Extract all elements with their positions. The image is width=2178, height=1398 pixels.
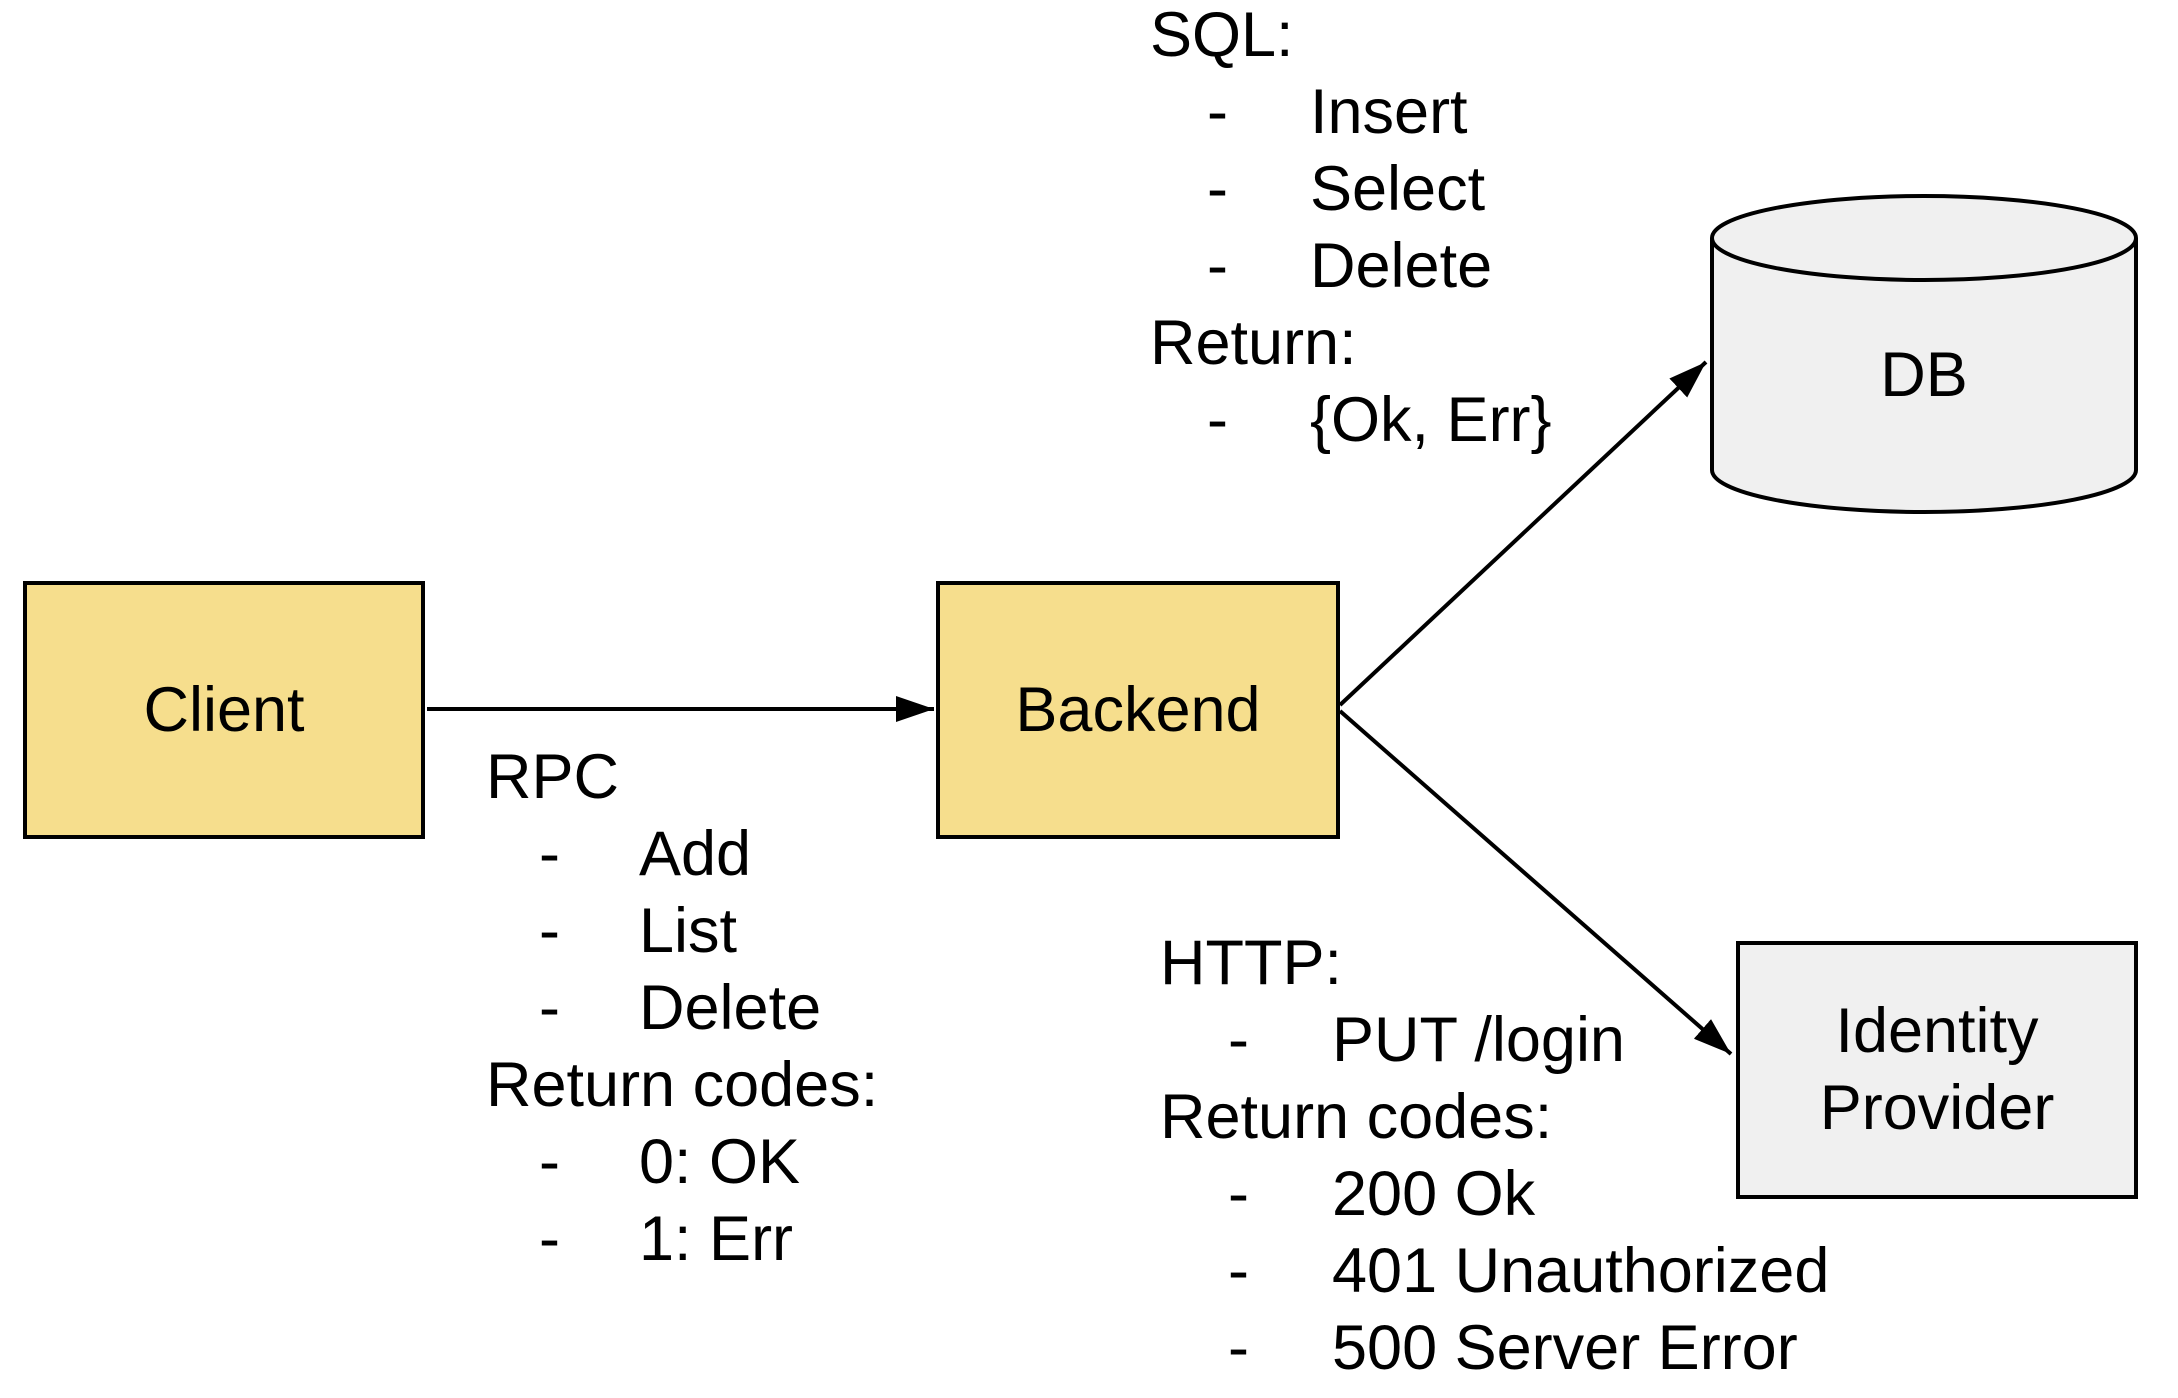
backend-node: Backend [936, 581, 1340, 839]
bullet-dash: - [539, 1204, 560, 1274]
bullet-dash: - [539, 819, 560, 889]
sql-item: -Delete [1150, 228, 1552, 305]
rpc-annotation: RPC -Add -List -Delete Return codes: -0:… [486, 739, 878, 1278]
rpc-item: -List [486, 893, 878, 970]
bullet-dash: - [1228, 1313, 1249, 1383]
client-node: Client [23, 581, 425, 839]
backend-idp-arrow [1338, 709, 1733, 1056]
rpc-return-title: Return codes: [486, 1050, 879, 1120]
bullet-dash: - [1207, 385, 1228, 455]
db-node-label: DB [1880, 340, 1968, 410]
sql-item: -Select [1150, 151, 1552, 228]
backend-node-label: Backend [1015, 674, 1261, 745]
bullet-dash: - [539, 1127, 560, 1197]
bullet-dash: - [1228, 1005, 1249, 1075]
db-cylinder-shape [1710, 194, 2138, 514]
client-node-label: Client [143, 674, 305, 745]
sql-return-item: -{Ok, Err} [1150, 382, 1552, 459]
bullet-dash: - [1228, 1236, 1249, 1306]
rpc-item: -Delete [486, 970, 878, 1047]
identity-provider-node: Identity Provider [1736, 941, 2138, 1199]
http-return-item: -500 Server Error [1160, 1310, 1829, 1387]
sql-title: SQL: [1150, 0, 1294, 70]
http-return-title: Return codes: [1160, 1082, 1553, 1152]
bullet-dash: - [1228, 1159, 1249, 1229]
sql-item: -Insert [1150, 74, 1552, 151]
sql-return-title: Return: [1150, 308, 1357, 378]
bullet-dash: - [539, 973, 560, 1043]
rpc-title: RPC [486, 742, 620, 812]
bullet-dash: - [1207, 77, 1228, 147]
sql-annotation: SQL: -Insert -Select -Delete Return: -{O… [1150, 0, 1552, 459]
rpc-item: -Add [486, 816, 878, 893]
http-item: -PUT /login [1160, 1002, 1829, 1079]
db-cylinder-top [1710, 194, 2138, 282]
bullet-dash: - [1207, 154, 1228, 224]
http-return-item: -200 Ok [1160, 1156, 1829, 1233]
backend-db-arrow [1338, 360, 1708, 707]
http-title: HTTP: [1160, 928, 1342, 998]
rpc-return-item: -1: Err [486, 1201, 878, 1278]
http-annotation: HTTP: -PUT /login Return codes: -200 Ok … [1160, 925, 1829, 1387]
bullet-dash: - [1207, 231, 1228, 301]
http-return-item: -401 Unauthorized [1160, 1233, 1829, 1310]
bullet-dash: - [539, 896, 560, 966]
identity-provider-node-label: Identity Provider [1819, 996, 2055, 1143]
db-cylinder-body [1710, 238, 2138, 514]
rpc-return-item: -0: OK [486, 1124, 878, 1201]
